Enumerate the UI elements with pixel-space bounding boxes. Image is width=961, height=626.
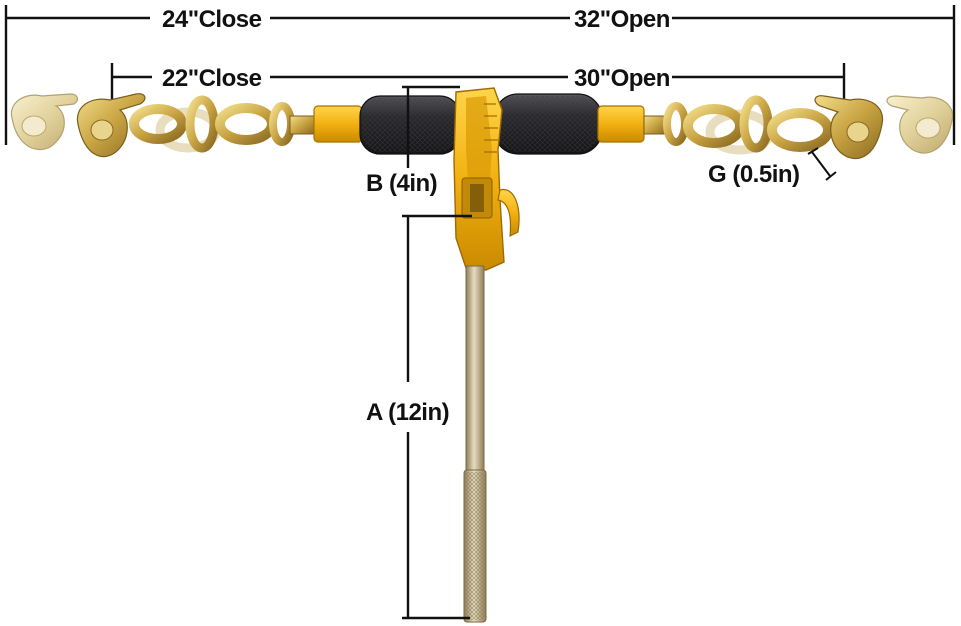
g-dimension: [807, 147, 837, 181]
right-grab-hook-close: [814, 95, 884, 160]
left-chain: [129, 95, 295, 153]
outer-dimension: [4, 5, 956, 145]
ratchet-pawl-lever: [497, 188, 520, 238]
g-line: [811, 151, 831, 177]
g-label: G (0.5in): [708, 161, 800, 188]
inner-close-label: 22"Close: [162, 65, 262, 92]
binder-barrel: [313, 93, 645, 155]
b-label: B (4in): [366, 170, 437, 197]
handle-rod: [463, 265, 487, 623]
left-thread-stub: [289, 115, 315, 135]
b-dimension: [402, 85, 472, 218]
right-chain: [663, 95, 833, 155]
left-yellow-collar: [313, 105, 363, 143]
outer-close-label: 24"Close: [162, 6, 262, 33]
right-grab-hook-open: [886, 95, 954, 154]
a-label: A (12in): [366, 399, 449, 426]
a-dimension: [402, 216, 470, 620]
g-tick-bottom: [825, 171, 837, 181]
ratchet-housing: [453, 87, 520, 271]
right-yellow-collar: [597, 105, 645, 143]
g-tick-top: [807, 147, 819, 155]
right-thread-stub: [643, 115, 667, 135]
left-grab-hook-open: [10, 93, 79, 151]
left-grab-hook-close: [76, 93, 146, 158]
outer-open-label: 32"Open: [574, 6, 670, 33]
inner-open-label: 30"Open: [574, 65, 670, 92]
